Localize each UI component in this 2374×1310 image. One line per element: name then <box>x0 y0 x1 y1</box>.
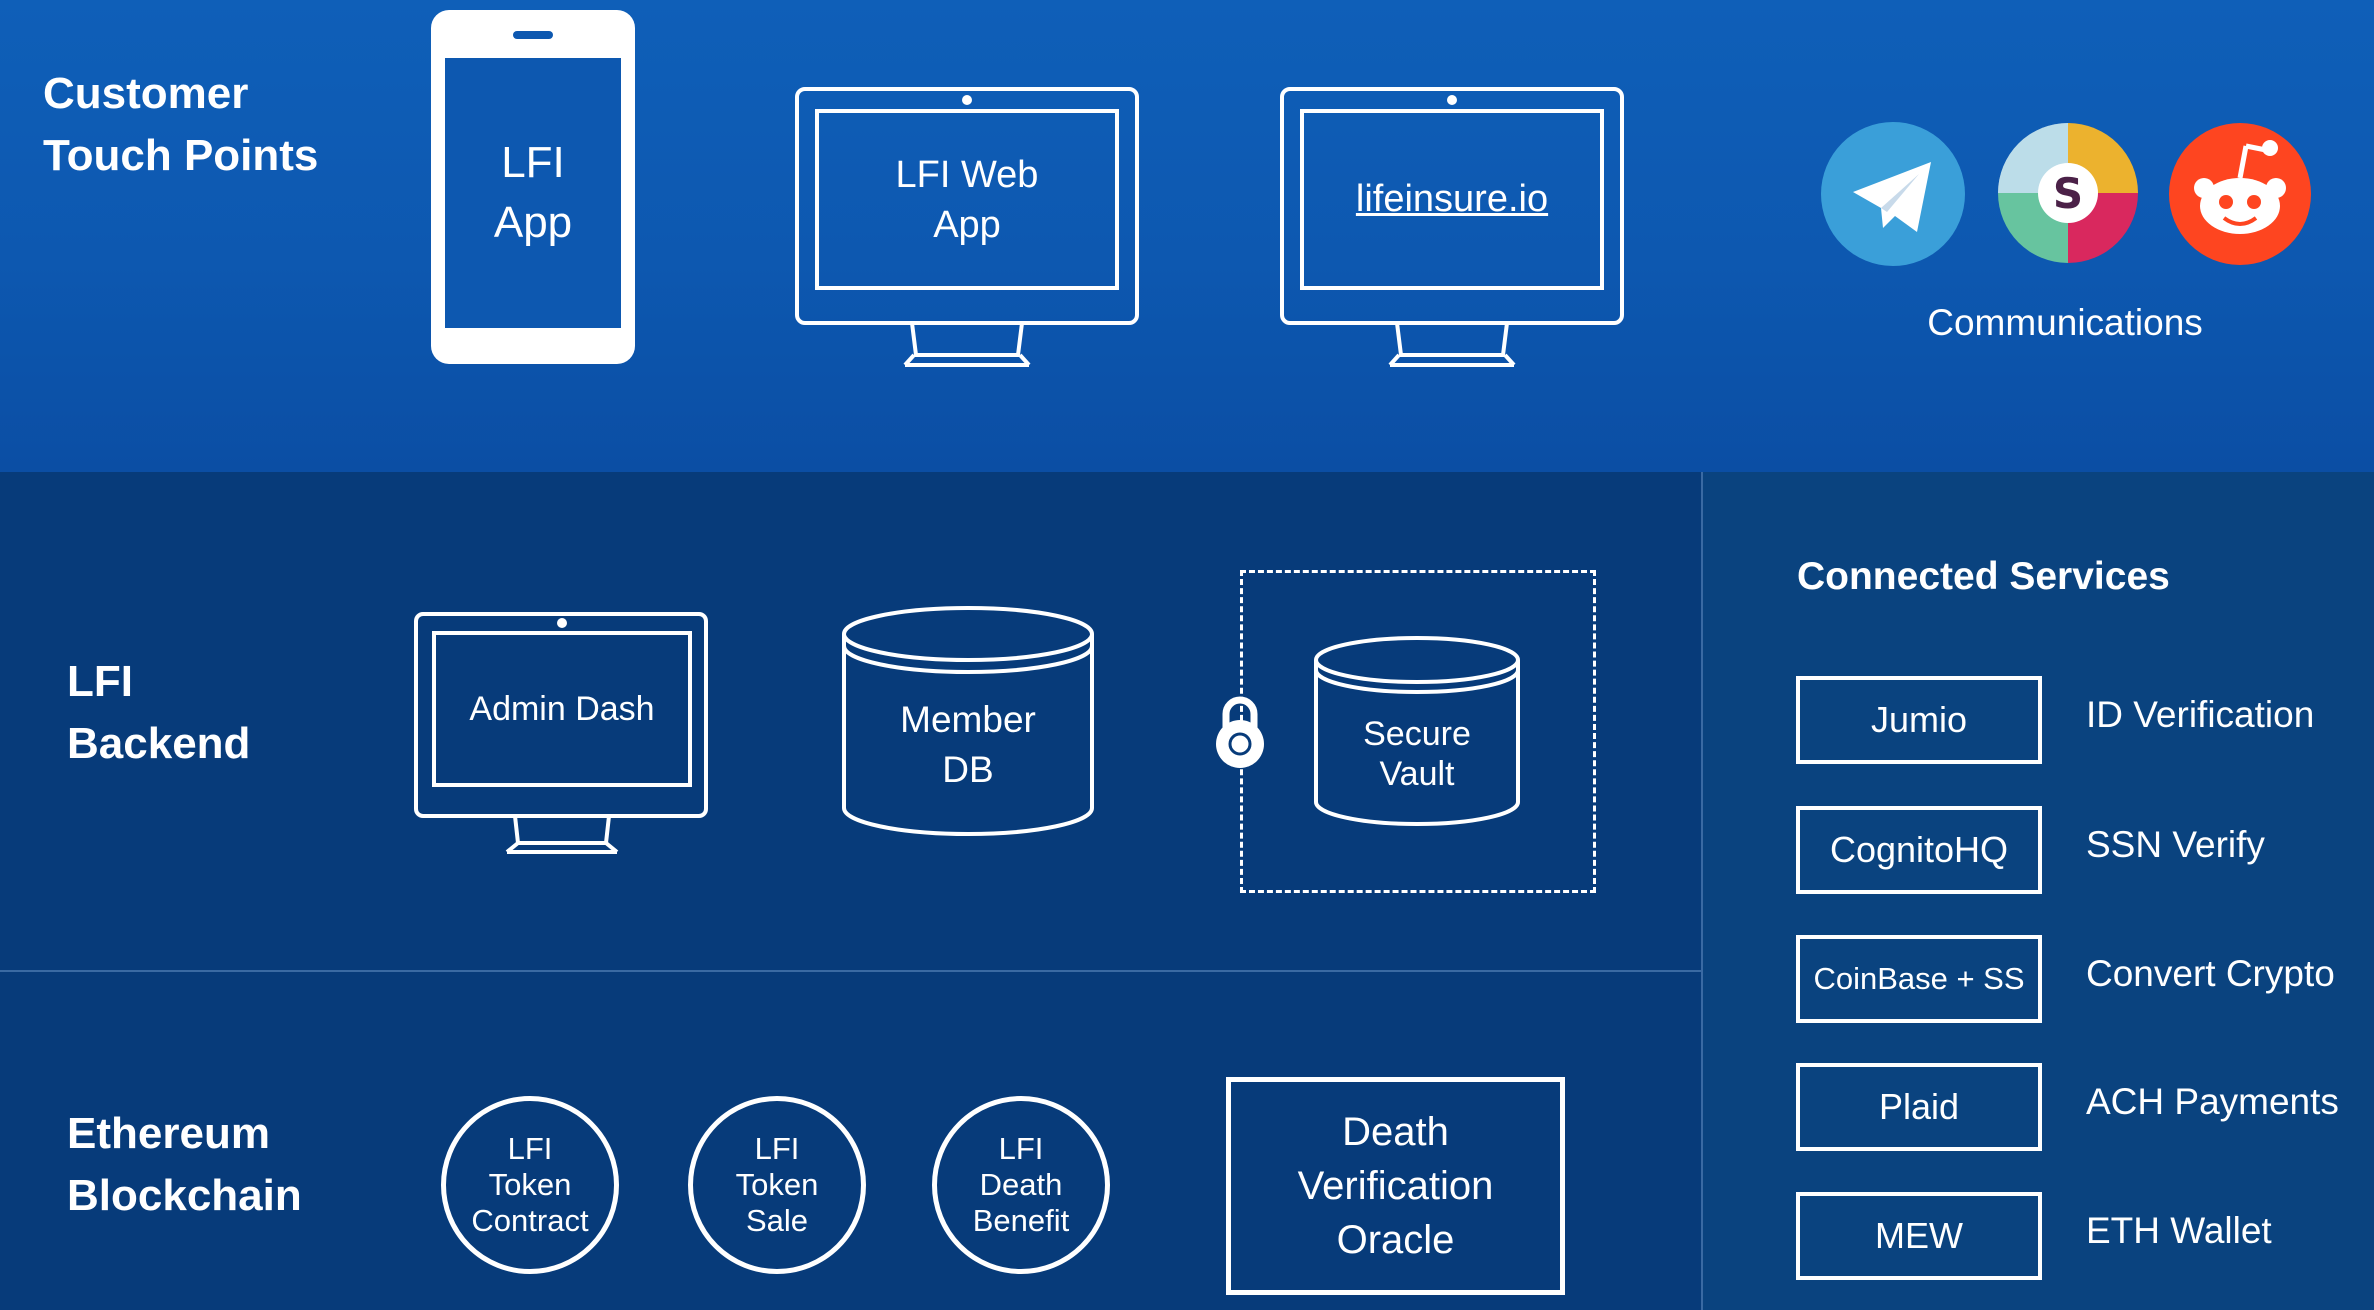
lfi-app-label-line1: LFI <box>501 138 565 187</box>
website-link[interactable]: lifeinsure.io <box>1355 178 1549 220</box>
service-desc-mew: ETH Wallet <box>2086 1210 2272 1251</box>
blockchain-title: Ethereum Blockchain <box>67 1103 302 1227</box>
death-oracle-line1: Death <box>1342 1110 1449 1154</box>
connected-services-title: Connected Services <box>1797 555 2170 598</box>
death-benefit-node: LFI Death Benefit <box>932 1096 1110 1274</box>
token-sale-line2: Token <box>735 1167 819 1202</box>
token-sale-line1: LFI <box>754 1131 800 1166</box>
lfi-app-label-line2: App <box>493 198 573 247</box>
death-oracle-line2: Verification <box>1297 1164 1494 1208</box>
backend-band <box>0 472 1703 972</box>
token-sale-node: LFI Token Sale <box>688 1096 866 1274</box>
service-desc-plaid: ACH Payments <box>2086 1081 2339 1122</box>
touch-points-title: Customer Touch Points <box>43 63 318 187</box>
backend-title: LFI Backend <box>67 651 250 775</box>
blockchain-title-line2: Blockchain <box>67 1171 302 1220</box>
band-divider <box>0 970 1703 972</box>
service-desc-jumio: ID Verification <box>2086 694 2315 735</box>
web-app-monitor-icon <box>795 87 1139 367</box>
telegram-icon[interactable] <box>1819 120 1967 268</box>
secure-vault-cylinder <box>1314 636 1520 826</box>
death-benefit-line2: Death <box>979 1167 1063 1202</box>
admin-dash-label: Admin Dash <box>469 689 655 728</box>
web-app-label-line1: LFI Web <box>895 153 1039 196</box>
service-box-cognitohq: CognitoHQ <box>1796 806 2042 894</box>
backend-title-line2: Backend <box>67 719 251 768</box>
touch-points-band <box>0 0 2374 472</box>
reddit-icon[interactable] <box>2168 122 2312 266</box>
touch-points-title-line1: Customer <box>43 69 249 118</box>
web-app-label: LFI Web App <box>817 111 1117 288</box>
slack-icon[interactable]: S <box>1995 120 2141 266</box>
phone-device: LFI App <box>431 10 635 364</box>
phone-speaker <box>513 31 553 39</box>
token-contract-line1: LFI <box>507 1131 553 1166</box>
blockchain-title-line1: Ethereum <box>67 1109 270 1158</box>
service-desc-coinbase: Convert Crypto <box>2086 953 2335 994</box>
member-db-label: Member DB <box>844 690 1092 800</box>
death-benefit-line3: Benefit <box>972 1203 1070 1238</box>
death-oracle-box: Death Verification Oracle <box>1226 1077 1565 1295</box>
service-box-plaid: Plaid <box>1796 1063 2042 1151</box>
secure-vault-label: Secure Vault <box>1316 704 1518 804</box>
death-oracle-line3: Oracle <box>1336 1218 1455 1262</box>
admin-monitor-icon <box>414 612 708 854</box>
secure-vault-label-line2: Vault <box>1379 755 1455 793</box>
phone-screen: LFI App <box>445 58 621 328</box>
token-contract-line3: Contract <box>471 1203 589 1238</box>
web-app-label-line2: App <box>933 203 1001 246</box>
lock-icon <box>1216 696 1264 768</box>
panel-divider <box>1701 472 1703 1310</box>
service-box-jumio: Jumio <box>1796 676 2042 764</box>
token-contract-line2: Token <box>488 1167 572 1202</box>
backend-title-line1: LFI <box>67 657 133 706</box>
death-benefit-line1: LFI <box>998 1131 1044 1166</box>
member-db-label-line2: DB <box>942 749 994 790</box>
service-desc-cognitohq: SSN Verify <box>2086 824 2265 865</box>
token-contract-node: LFI Token Contract <box>441 1096 619 1274</box>
service-box-mew: MEW <box>1796 1192 2042 1280</box>
member-db-label-line1: Member <box>900 699 1036 740</box>
service-box-coinbase: CoinBase + SS <box>1796 935 2042 1023</box>
communications-label: Communications <box>1927 302 2203 343</box>
slack-letter: S <box>2053 169 2083 218</box>
website-monitor-icon <box>1280 87 1624 367</box>
touch-points-title-line2: Touch Points <box>43 131 319 180</box>
token-sale-line3: Sale <box>745 1203 809 1238</box>
member-db-cylinder <box>842 606 1094 836</box>
secure-vault-label-line1: Secure <box>1363 715 1471 753</box>
